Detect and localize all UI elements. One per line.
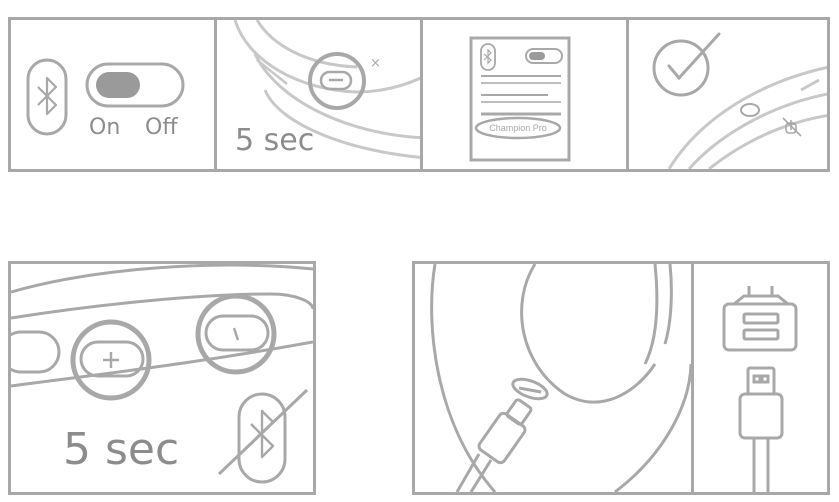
charging-port-icon <box>511 377 549 401</box>
divider <box>420 20 423 169</box>
mute-icon <box>782 117 802 137</box>
usb-a-cable-icon <box>738 366 784 492</box>
top-strip: On Off × 5 sec <box>8 17 830 172</box>
charging-adapter <box>694 264 827 492</box>
step-select-device: Champion Pro <box>423 20 626 169</box>
headphone-earcup <box>667 66 827 169</box>
volume-up-button[interactable] <box>70 319 152 401</box>
reset-panel: 5 sec <box>8 261 316 495</box>
headphone-earcup <box>233 20 420 159</box>
phone-screen <box>469 36 571 162</box>
charging-headphone <box>415 264 691 492</box>
step-hold-button: × 5 sec <box>217 20 420 169</box>
toggle-switch[interactable] <box>85 62 185 108</box>
volume-down-button[interactable] <box>195 293 277 375</box>
button-highlight-circle <box>308 52 366 110</box>
bluetooth-icon <box>26 58 68 136</box>
bluetooth-off-icon <box>217 388 309 484</box>
indicator-light-icon <box>740 103 760 117</box>
power-button-icon[interactable] <box>319 70 353 91</box>
plus-mark: × <box>370 56 381 71</box>
usb-charger-icon <box>722 286 798 352</box>
step-connected <box>629 20 827 169</box>
charging-panel <box>412 261 830 495</box>
step-bluetooth-toggle: On Off <box>11 20 214 169</box>
headphone-earcup <box>430 264 691 492</box>
hold-duration-label: 5 sec <box>235 123 314 158</box>
divider <box>214 20 217 169</box>
device-list-item[interactable]: Champion Pro <box>474 116 562 140</box>
divider <box>691 264 694 492</box>
usb-c-cable-icon <box>455 398 533 492</box>
toggle-off-label: Off <box>145 115 178 140</box>
side-button-left[interactable] <box>11 330 61 374</box>
checkmark-icon <box>652 32 721 97</box>
toggle-on-label: On <box>89 115 120 140</box>
divider <box>626 20 629 169</box>
reset-duration-label: 5 sec <box>63 424 179 475</box>
device-name: Champion Pro <box>489 123 547 133</box>
